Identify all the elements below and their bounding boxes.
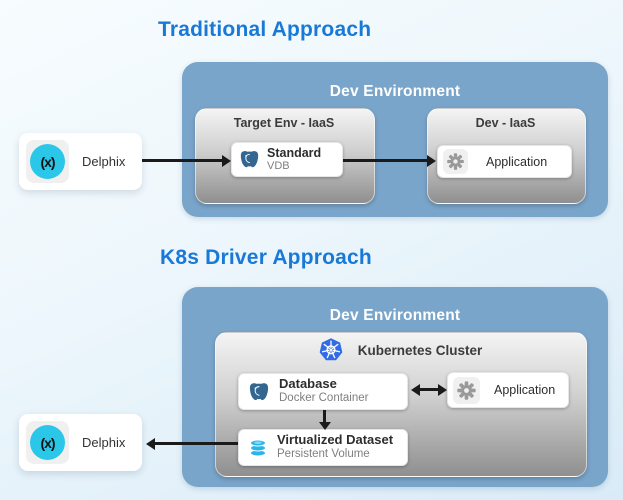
arrow-db-to-vd-head xyxy=(318,422,331,430)
arrow-vdb-to-application-head xyxy=(427,154,436,167)
application-label-traditional: Application xyxy=(486,154,548,169)
postgresql-icon xyxy=(239,149,260,170)
delphix-logo-tile: (x) xyxy=(26,140,69,183)
virtualized-dataset-title: Virtualized Dataset xyxy=(277,432,394,448)
target-env-iaas-label: Target Env - IaaS xyxy=(233,116,335,130)
application-label-k8s: Application xyxy=(494,383,556,397)
application-node-traditional: Application xyxy=(437,145,572,178)
arrow-vd-to-delphix-head xyxy=(146,437,155,450)
arrow-db-app-line xyxy=(419,388,439,391)
standard-vdb-subtitle: VDB xyxy=(267,160,290,173)
kubernetes-cluster-header: Kubernetes Cluster xyxy=(215,337,585,363)
arrow-vd-to-delphix-line xyxy=(154,442,238,445)
delphix-card-traditional: (x) Delphix xyxy=(19,133,142,190)
kubernetes-icon xyxy=(318,337,344,363)
database-cylinder-icon xyxy=(248,438,268,458)
arrow-vdb-to-application-line xyxy=(343,159,428,162)
arrow-delphix-to-vdb-line xyxy=(142,159,223,162)
database-subtitle: Docker Container xyxy=(279,392,369,405)
arrow-delphix-to-vdb-head xyxy=(222,154,231,167)
gear-icon xyxy=(443,149,468,174)
gear-icon xyxy=(453,376,480,404)
arrow-db-app-left-head xyxy=(411,383,420,396)
arrow-db-to-vd-line xyxy=(323,410,326,423)
traditional-dev-environment-label: Dev Environment xyxy=(329,83,461,100)
delphix-card-k8s: (x) Delphix xyxy=(19,414,142,471)
database-node: Database Docker Container xyxy=(238,373,408,410)
delphix-label-traditional: Delphix xyxy=(82,154,126,169)
arrow-db-app-right-head xyxy=(438,383,447,396)
kubernetes-cluster-label: Kubernetes Cluster xyxy=(357,342,483,358)
virtualized-dataset-subtitle: Persistent Volume xyxy=(277,448,370,461)
delphix-logo-icon: (x) xyxy=(30,425,65,460)
postgresql-icon xyxy=(248,381,270,403)
k8s-section-title: K8s Driver Approach xyxy=(160,246,372,269)
delphix-logo-icon: (x) xyxy=(30,144,65,179)
standard-vdb-title: Standard xyxy=(267,145,322,160)
database-title: Database xyxy=(279,376,337,392)
dev-iaas-label: Dev - IaaS xyxy=(475,116,536,130)
delphix-logo-tile: (x) xyxy=(26,421,69,464)
delphix-label-k8s: Delphix xyxy=(82,435,126,450)
application-node-k8s: Application xyxy=(447,372,569,408)
k8s-dev-environment-label: Dev Environment xyxy=(329,307,461,324)
standard-vdb-node: Standard VDB xyxy=(231,142,343,177)
traditional-section-title: Traditional Approach xyxy=(158,18,372,41)
virtualized-dataset-node: Virtualized Dataset Persistent Volume xyxy=(238,429,408,466)
